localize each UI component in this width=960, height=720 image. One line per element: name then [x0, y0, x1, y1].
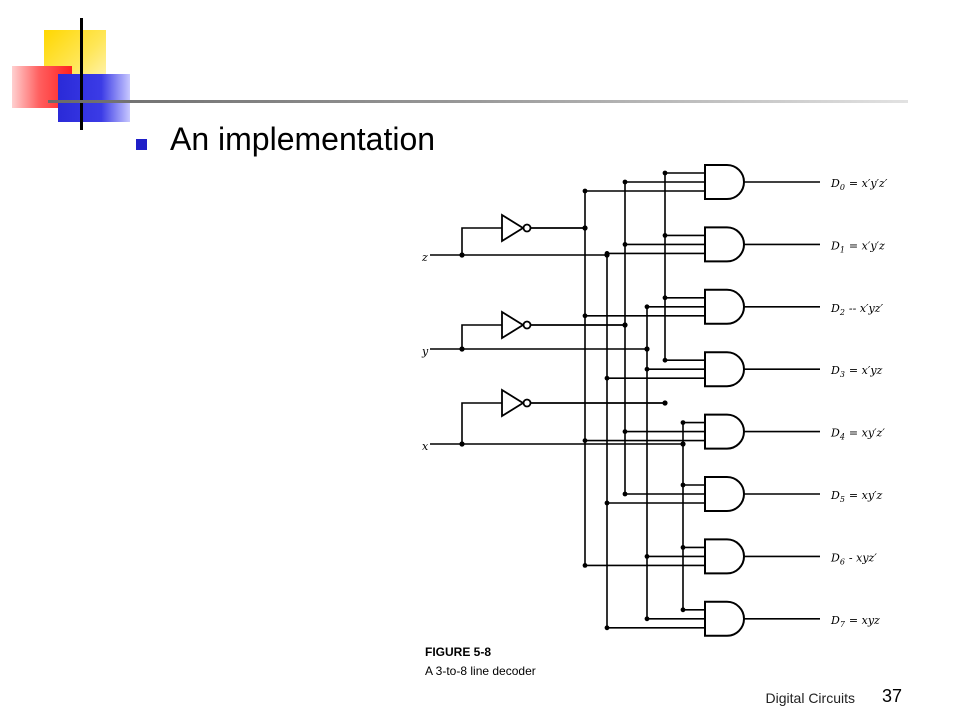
figure-caption: A 3-to-8 line decoder [425, 664, 536, 678]
and-gate-7 [704, 600, 745, 637]
and-gate-5 [704, 476, 745, 512]
junction-dot [582, 313, 588, 319]
junction-dot [680, 545, 686, 550]
and-gate-1 [704, 226, 745, 263]
output-label-d7: D7= xyz [830, 614, 880, 629]
inverter-bubble-x [522, 398, 532, 408]
decoder-wires [430, 172, 820, 629]
junction-dot [680, 420, 686, 425]
inverter-input-y [461, 324, 502, 349]
and-gate-0 [704, 164, 745, 200]
bullet-text: An implementation [170, 121, 436, 157]
output-label-d1: D1= x′y′z [830, 239, 885, 254]
junction-dot [680, 607, 686, 613]
junction-dot [662, 357, 668, 363]
inverter-bubble-z [522, 223, 532, 233]
junction-dots [459, 170, 686, 631]
logo-blue-square [58, 74, 130, 122]
inverter-input-z [461, 227, 502, 255]
junction-dot [459, 441, 465, 447]
slide-logo [0, 0, 140, 130]
junction-dot [662, 295, 668, 301]
input-label-z: z [421, 251, 428, 264]
junction-dot [662, 233, 668, 238]
inverter-z [501, 213, 525, 243]
footer-label: Digital Circuits [765, 690, 855, 706]
output-labels: D0= x′y′z′ D1= x′y′zD2-- x′yz′ D3= x′yzD4=… [830, 177, 888, 629]
and-gates [704, 164, 745, 637]
junction-dot [680, 441, 686, 447]
figure-title: FIGURE 5-8 [425, 645, 491, 659]
inverter-y [501, 310, 525, 340]
junction-dot [644, 366, 650, 372]
junction-dot [604, 625, 610, 631]
junction-dot [644, 616, 650, 622]
inverter-input-x [461, 402, 502, 444]
junction-dot [644, 304, 650, 310]
and-gate-6 [704, 538, 745, 575]
junction-dot [604, 375, 610, 381]
junction-dot [622, 429, 628, 434]
junction-dot [662, 170, 668, 176]
inverter-x [501, 388, 525, 418]
decoder-diagram: z y x D0= x′y′z′ D1= x′y′zD2-- x′yz′ D3= x… [421, 164, 888, 678]
input-label-x: x [422, 440, 429, 453]
output-label-d5: D5= xy′z [830, 489, 883, 504]
junction-dot [622, 491, 628, 497]
output-label-d2: D2-- x′yz′ [830, 302, 884, 317]
junction-dot [622, 322, 628, 328]
junction-dot [644, 554, 650, 559]
junction-dot [622, 242, 628, 247]
page-number: 37 [881, 686, 902, 706]
junction-dot [622, 179, 628, 185]
junction-dot [680, 482, 686, 488]
and-gate-4 [704, 413, 745, 450]
junction-dot [582, 225, 588, 231]
junction-dot [459, 252, 465, 258]
and-gate-3 [704, 351, 745, 388]
junction-dot [644, 346, 650, 352]
bullet-square-icon [136, 139, 147, 150]
junction-dot [662, 400, 668, 406]
output-label-d4: D4= xy′z′ [830, 427, 885, 442]
junction-dot [459, 346, 465, 352]
junction-dot [604, 500, 610, 506]
inverter-bubble-y [522, 320, 532, 330]
output-label-d0: D0= x′y′z′ [830, 177, 888, 192]
logo-vertical-line [80, 18, 83, 130]
inverters [501, 213, 532, 418]
and-gate-2 [704, 288, 745, 325]
input-label-y: y [421, 345, 429, 358]
junction-dot [582, 563, 588, 568]
output-label-d6: D6- xyz′ [830, 551, 877, 566]
junction-dot [582, 188, 588, 194]
title-divider-line [48, 100, 908, 103]
junction-dot [604, 252, 610, 258]
junction-dot [582, 438, 588, 443]
output-label-d3: D3= x′yz [830, 364, 883, 379]
